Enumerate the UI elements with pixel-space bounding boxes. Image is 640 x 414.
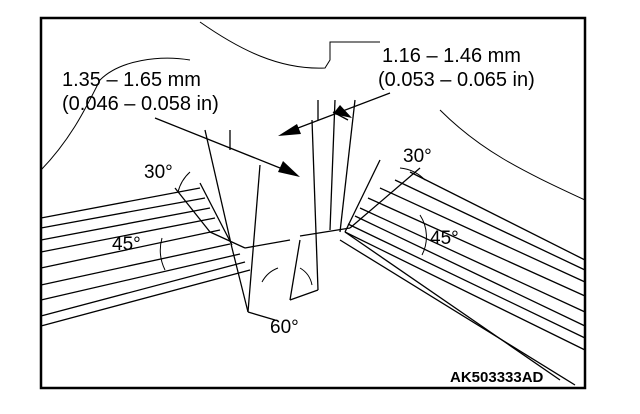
right-dimension-imperial: (0.053 – 0.065 in) xyxy=(378,69,535,91)
diagram-frame xyxy=(39,16,587,390)
left-lower-angle-label: 45° xyxy=(112,234,141,255)
left-upper-angle-label: 30° xyxy=(144,162,173,183)
right-seat-lines xyxy=(299,159,586,386)
right-lower-angle-label: 45° xyxy=(430,228,459,249)
seat-angle-label: 60° xyxy=(270,317,299,338)
head-contour-line-right xyxy=(439,109,586,201)
left-dimension-leader xyxy=(154,117,300,177)
valve-face-lines xyxy=(204,99,356,321)
head-contour-line-top xyxy=(199,21,380,69)
right-dimension-metric: 1.16 – 1.46 mm xyxy=(382,45,521,67)
left-dimension-metric: 1.35 – 1.65 mm xyxy=(62,69,201,91)
right-upper-angle-label: 30° xyxy=(403,146,432,167)
left-seat-lines xyxy=(40,182,291,327)
left-dimension-imperial: (0.046 – 0.058 in) xyxy=(62,93,219,115)
figure-code: AK503333AD xyxy=(450,369,544,386)
right-dimension-leader xyxy=(278,92,391,136)
angle-arcs xyxy=(159,167,427,286)
head-contour-line xyxy=(40,57,191,171)
